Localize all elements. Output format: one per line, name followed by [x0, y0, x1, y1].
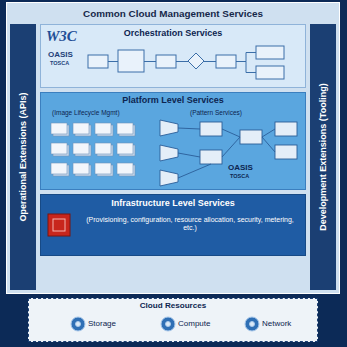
panel-title: Operational Extensions (APIs) — [18, 92, 29, 221]
group-label: (Image Lifecycle Mgmt) — [52, 110, 120, 117]
orchestration-flow — [256, 46, 284, 59]
logo-text: TOSCA — [230, 174, 249, 180]
pattern-flow — [275, 145, 297, 159]
resource-icons — [161, 317, 175, 331]
orchestration-flow — [256, 66, 284, 79]
panel-title: Development Extensions (Tooling) — [318, 83, 329, 230]
resource-icons — [71, 317, 85, 331]
logo-text: OASIS — [228, 164, 253, 172]
orchestration-flow — [216, 55, 236, 68]
resource-label: Storage — [88, 320, 116, 328]
panel-title: Orchestration Services — [41, 25, 305, 39]
group-label: (Pattern Services) — [190, 110, 242, 117]
pattern-flow — [160, 170, 178, 186]
panel-title: Cloud Resources — [29, 299, 317, 311]
resource-icons — [71, 317, 259, 331]
server-icon — [48, 214, 70, 236]
server-icon — [48, 214, 70, 236]
server-icon — [53, 219, 65, 231]
panel-title: Common Cloud Management Services — [7, 3, 339, 20]
infrastructure-panel: Infrastructure Level Services (Provisioni… — [40, 194, 306, 256]
logo-text: TOSCA — [50, 61, 69, 67]
resource-icons — [250, 322, 255, 327]
orchestration-flow — [88, 55, 108, 68]
panel-title: Platform Level Services — [41, 93, 305, 106]
panel-title: Infrastructure Level Services — [41, 195, 305, 209]
image-stack-grid — [50, 122, 138, 182]
orchestration-flow — [108, 53, 256, 73]
resource-label: Network — [262, 320, 291, 328]
pattern-flow — [200, 150, 222, 164]
orchestration-flow — [156, 55, 176, 68]
tooling-bar: Development Extensions (Tooling) — [310, 24, 336, 290]
orchestration-flow — [188, 53, 204, 69]
resource-icons — [245, 317, 259, 331]
pattern-flow — [275, 122, 297, 136]
pattern-flow — [160, 145, 178, 161]
logo-text: W3C — [46, 29, 77, 44]
pattern-flow — [160, 120, 178, 136]
pattern-flow — [240, 130, 262, 144]
resource-icons — [76, 322, 81, 327]
panel-body: (Provisioning, configuration, resource a… — [81, 216, 299, 233]
orchestration-flow — [118, 50, 144, 72]
resource-icons — [166, 322, 171, 327]
api-bar: Operational Extensions (APIs) — [10, 24, 36, 290]
pattern-flow — [200, 122, 222, 136]
logo-text: OASIS — [48, 51, 73, 59]
pattern-flow — [160, 120, 297, 186]
orchestration-flow — [88, 46, 284, 79]
image-stack-grid — [50, 122, 138, 182]
resource-label: Compute — [178, 320, 210, 328]
pattern-flow — [178, 128, 275, 178]
